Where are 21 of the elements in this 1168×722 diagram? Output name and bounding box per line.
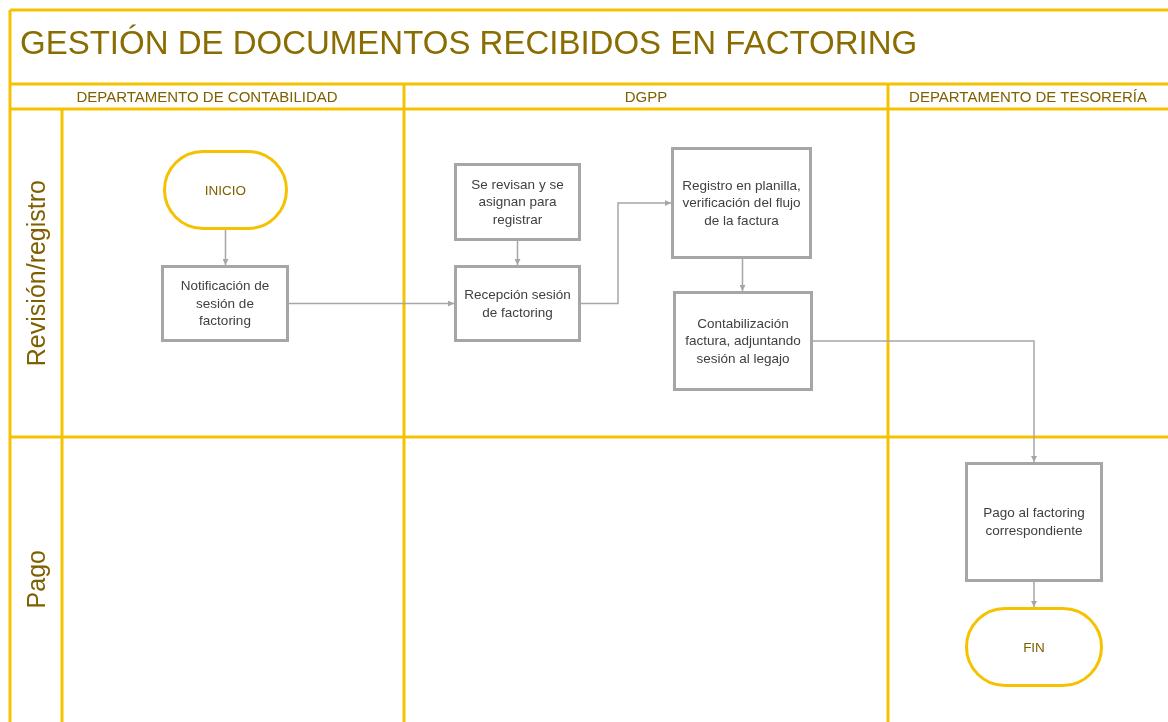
process-box: Se revisan y se asignan para registrar <box>454 163 581 241</box>
arrow <box>222 229 229 266</box>
diagram-title: GESTIÓN DE DOCUMENTOS RECIBIDOS EN FACTORING <box>20 24 918 62</box>
process-box: Recepción sesión de factoring <box>454 265 581 342</box>
arrow <box>514 240 521 266</box>
lane-header: Pago <box>10 437 62 722</box>
arrow <box>1031 581 1037 608</box>
lane-header: DEPARTAMENTO DE CONTABILIDAD <box>10 84 404 109</box>
lane-header: DEPARTAMENTO DE TESORERÍA <box>888 84 1168 109</box>
lane-header: DGPP <box>404 84 888 109</box>
process-box: Pago al factoring correspondiente <box>965 462 1103 582</box>
lane-header: Revisión/registro <box>10 109 62 437</box>
process-box: Contabilización factura, adjuntando sesión al legajo <box>673 291 813 391</box>
process-box: Notificación de sesión de factoring <box>161 265 289 342</box>
terminator-shape: FIN <box>965 607 1103 687</box>
arrow <box>580 200 672 305</box>
arrow <box>288 300 455 307</box>
terminator-shape: INICIO <box>163 150 288 230</box>
arrow <box>812 340 1037 463</box>
arrow <box>739 258 746 292</box>
process-box: Registro en planilla, verificación del flujo de la factura <box>671 147 812 259</box>
